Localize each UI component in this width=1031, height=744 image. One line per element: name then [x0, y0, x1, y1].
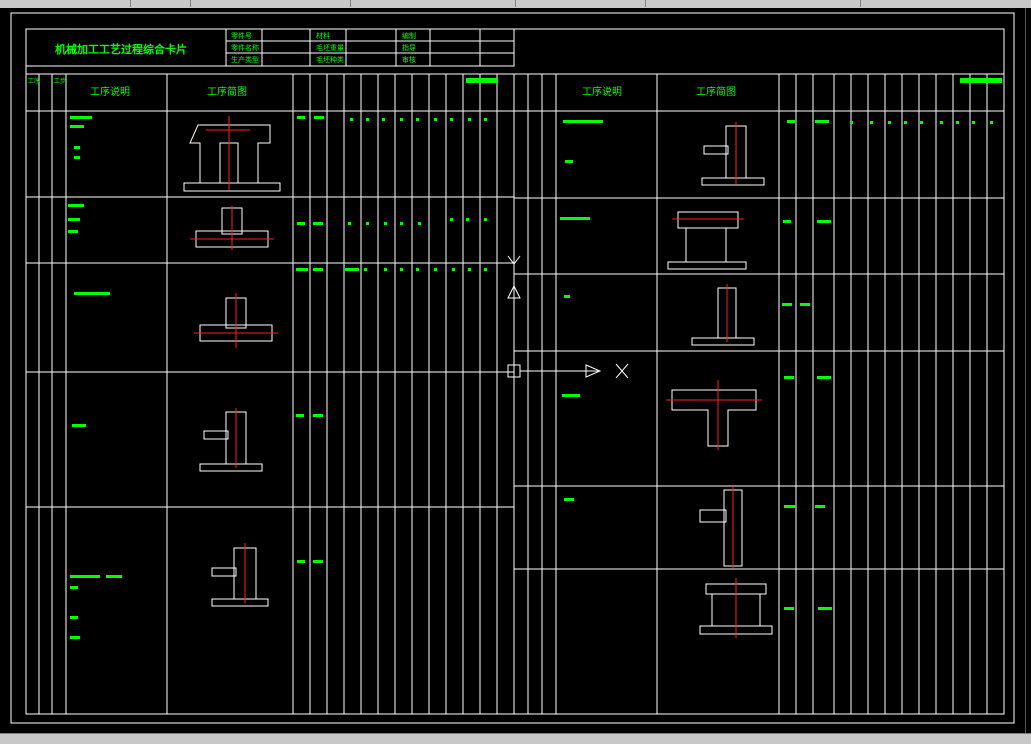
info-label: 指导	[402, 43, 416, 52]
process-sketch	[699, 578, 773, 638]
info-label: 毛坯重量	[316, 43, 344, 52]
process-sketch	[199, 408, 263, 472]
drawing-canvas[interactable]: 机械加工工艺过程综合卡片 零件号 零件名称 生产类型 材料 毛坯重量 毛坯种类 …	[0, 8, 1031, 733]
info-label: 生产类型	[231, 55, 259, 64]
info-label: 零件名称	[231, 43, 259, 52]
process-sketch	[691, 284, 755, 346]
toolbar-divider	[515, 0, 516, 7]
process-sketch	[701, 122, 765, 186]
process-sketch	[699, 486, 743, 568]
info-label: 编制	[402, 31, 416, 40]
toolbar-divider	[645, 0, 646, 7]
header-mark	[466, 78, 498, 83]
process-sketch	[666, 380, 762, 450]
col-header-description: 工序说明	[582, 85, 622, 98]
green-annotations	[68, 116, 993, 639]
col-header-step: 工步	[54, 77, 66, 85]
process-sketch	[194, 293, 278, 348]
col-header-description: 工序说明	[90, 85, 130, 98]
process-sketch	[183, 116, 281, 192]
info-label: 毛坯种类	[316, 55, 344, 64]
toolbar-divider	[860, 0, 861, 7]
toolbar-divider	[190, 0, 191, 7]
info-label: 零件号	[231, 31, 252, 40]
drawing-border	[10, 12, 1015, 724]
header-mark	[960, 78, 1002, 83]
info-label: 材料	[316, 31, 330, 40]
process-sketch	[211, 543, 269, 607]
info-label: 审核	[402, 55, 416, 64]
toolbar-divider	[350, 0, 351, 7]
status-bar	[0, 733, 1031, 744]
process-sketch	[190, 206, 274, 250]
toolbar-divider	[130, 0, 131, 7]
col-header-sketch: 工序简图	[207, 85, 247, 98]
ucs-icon	[507, 255, 629, 379]
vertical-scrollbar[interactable]	[1025, 8, 1031, 733]
card-title: 机械加工工艺过程综合卡片	[55, 42, 187, 56]
col-header-op: 工序	[28, 77, 40, 85]
process-sketch	[667, 211, 747, 270]
col-header-sketch: 工序简图	[696, 85, 736, 98]
